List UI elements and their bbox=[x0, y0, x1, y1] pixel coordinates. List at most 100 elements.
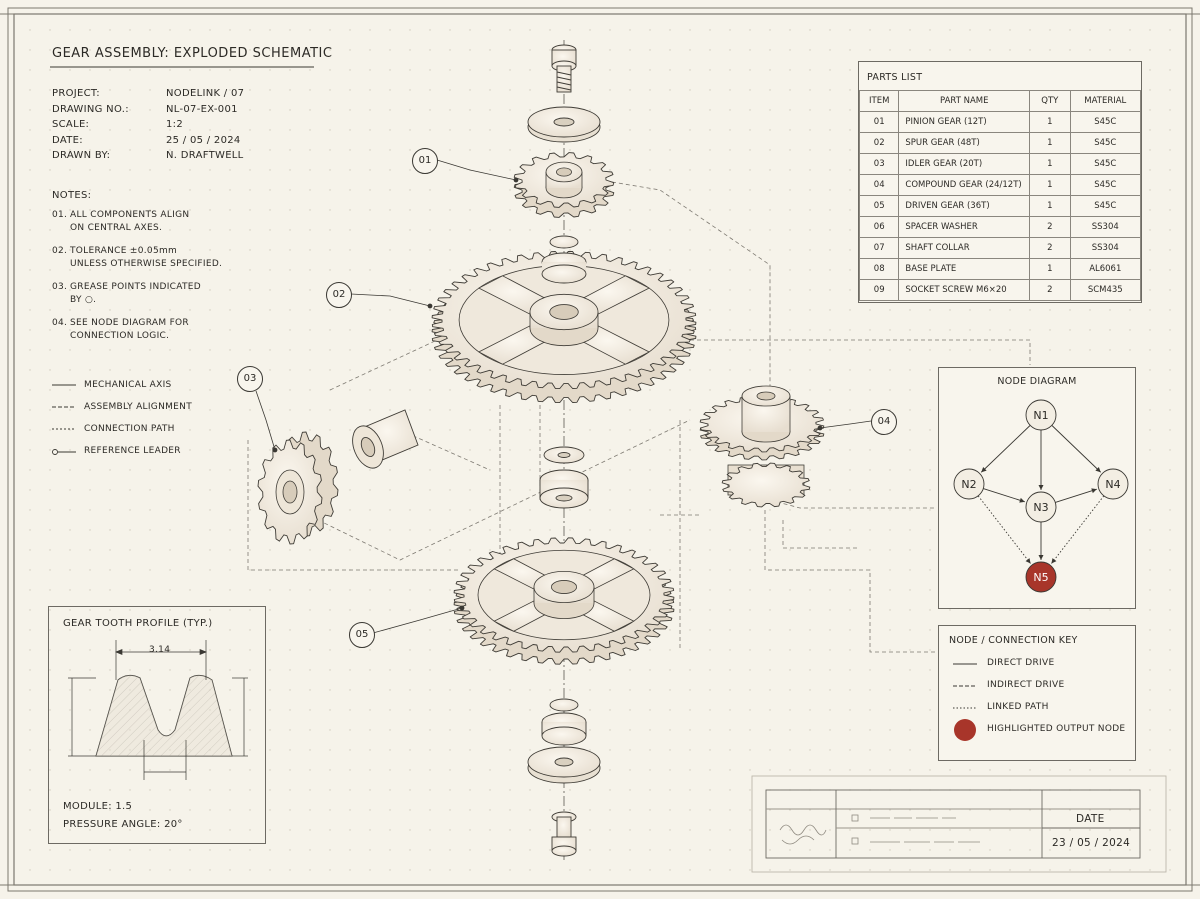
callout-05: 05 bbox=[349, 622, 375, 648]
parts-cell: SCM435 bbox=[1069, 279, 1142, 301]
parts-cell: SS304 bbox=[1069, 216, 1142, 238]
connection-key-label: DIRECT DRIVE bbox=[987, 658, 1055, 668]
line-legend-item: CONNECTION PATH bbox=[84, 424, 175, 434]
note-line: ON CENTRAL AXES. bbox=[70, 223, 163, 233]
parts-cell: 04 bbox=[858, 174, 900, 196]
note-number: 03. bbox=[52, 282, 68, 292]
title-block-date-label: DATE bbox=[1076, 813, 1105, 825]
header-field-value: 1:2 bbox=[166, 119, 183, 130]
tooth-profile-panel: GEAR TOOTH PROFILE (TYP.) 3.14 MODULE: 1… bbox=[48, 606, 266, 844]
header-field-value: NODELINK / 07 bbox=[166, 88, 245, 99]
node-circle bbox=[1025, 561, 1057, 593]
connection-key-label: INDIRECT DRIVE bbox=[987, 680, 1065, 690]
parts-cell: SS304 bbox=[1069, 237, 1142, 259]
parts-cell: 1 bbox=[1029, 132, 1071, 154]
parts-cell: SPACER WASHER bbox=[898, 216, 1031, 238]
title-block bbox=[751, 775, 1167, 873]
node-circle bbox=[1025, 491, 1057, 523]
parts-column-header: MATERIAL bbox=[1069, 90, 1142, 112]
header-field-value: NL-07-EX-001 bbox=[166, 103, 238, 115]
driven-gear-05 bbox=[453, 537, 675, 665]
edge-arrow-icon bbox=[1025, 558, 1031, 564]
header-field-label: DRAWN BY: bbox=[52, 150, 111, 161]
edge-arrow-icon bbox=[1019, 497, 1025, 503]
parts-cell: 1 bbox=[1029, 174, 1071, 196]
note-line: BY ○. bbox=[70, 295, 97, 305]
highlight-dot-icon bbox=[954, 719, 976, 741]
tooth-profile-title: GEAR TOOTH PROFILE (TYP.) bbox=[63, 618, 213, 629]
parts-cell: 07 bbox=[858, 237, 900, 259]
parts-cell: 01 bbox=[858, 111, 900, 133]
parts-cell: IDLER GEAR (20T) bbox=[898, 153, 1031, 175]
spur-gear-02 bbox=[431, 250, 697, 404]
shaft-collar bbox=[352, 409, 419, 469]
node-diagram-title: NODE DIAGRAM bbox=[997, 376, 1077, 387]
parts-cell: 09 bbox=[858, 279, 900, 301]
callout-02: 02 bbox=[326, 282, 352, 308]
parts-cell: 1 bbox=[1029, 153, 1071, 175]
node-edge bbox=[1051, 425, 1102, 473]
node-edge bbox=[983, 488, 1025, 503]
connection-key-label: HIGHLIGHTED OUTPUT NODE bbox=[987, 724, 1126, 734]
edge-arrow-icon bbox=[1038, 485, 1044, 490]
parts-cell: 05 bbox=[858, 195, 900, 217]
base-assembly bbox=[527, 698, 601, 857]
header-field-label: SCALE: bbox=[52, 119, 90, 130]
node-label: N1 bbox=[1033, 409, 1048, 422]
note-number: 04. bbox=[52, 318, 68, 328]
callout-01: 01 bbox=[412, 148, 438, 174]
header-field-label: DATE: bbox=[52, 134, 83, 146]
node-edge bbox=[1051, 495, 1105, 564]
note-number: 02. bbox=[52, 246, 68, 256]
parts-cell: DRIVEN GEAR (36T) bbox=[898, 195, 1031, 217]
parts-column-header: ITEM bbox=[858, 90, 900, 112]
edge-arrow-icon bbox=[1038, 555, 1044, 560]
module-label: MODULE: 1.5 bbox=[63, 801, 133, 812]
note-line: TOLERANCE ±0.05mm bbox=[70, 246, 178, 256]
parts-cell: 06 bbox=[858, 216, 900, 238]
note-number: 01. bbox=[52, 210, 68, 220]
parts-cell: 2 bbox=[1029, 279, 1071, 301]
callout-04: 04 bbox=[871, 409, 897, 435]
idler-gear-03 bbox=[257, 431, 339, 545]
node-label: N2 bbox=[961, 478, 976, 491]
line-legend-item: ASSEMBLY ALIGNMENT bbox=[84, 402, 192, 412]
header-field-value: 25 / 05 / 2024 bbox=[166, 134, 241, 146]
note-line: SEE NODE DIAGRAM FOR bbox=[70, 318, 189, 328]
note-line: GREASE POINTS INDICATED bbox=[70, 282, 202, 292]
parts-cell: PINION GEAR (12T) bbox=[898, 111, 1031, 133]
parts-cell: 1 bbox=[1029, 111, 1071, 133]
header-field-value: N. DRAFTWELL bbox=[166, 150, 244, 161]
note-line: CONNECTION LOGIC. bbox=[70, 331, 170, 341]
node-edge bbox=[980, 425, 1031, 473]
parts-cell: S45C bbox=[1069, 153, 1142, 175]
parts-cell: SHAFT COLLAR bbox=[898, 237, 1031, 259]
edge-arrow-icon bbox=[1095, 466, 1101, 473]
parts-cell: AL6061 bbox=[1069, 258, 1142, 280]
parts-cell: COMPOUND GEAR (24/12T) bbox=[898, 174, 1031, 196]
line-legend-item: REFERENCE LEADER bbox=[84, 446, 181, 456]
parts-cell: S45C bbox=[1069, 195, 1142, 217]
node-edge bbox=[977, 495, 1031, 564]
node-circle bbox=[1097, 468, 1129, 500]
connection-key-label: LINKED PATH bbox=[987, 702, 1049, 712]
node-label: N3 bbox=[1033, 501, 1048, 514]
title-block-date-value: 23 / 05 / 2024 bbox=[1052, 837, 1131, 849]
node-circle bbox=[953, 468, 985, 500]
line-legend-item: MECHANICAL AXIS bbox=[84, 380, 172, 390]
parts-cell: 2 bbox=[1029, 237, 1071, 259]
tooth-profile-drawing bbox=[68, 640, 248, 780]
node-label: N5 bbox=[1033, 571, 1048, 584]
note-line: UNLESS OTHERWISE SPECIFIED. bbox=[70, 259, 223, 269]
parts-cell: SPUR GEAR (48T) bbox=[898, 132, 1031, 154]
node-label: N4 bbox=[1105, 478, 1120, 491]
parts-list-title: PARTS LIST bbox=[867, 72, 923, 83]
